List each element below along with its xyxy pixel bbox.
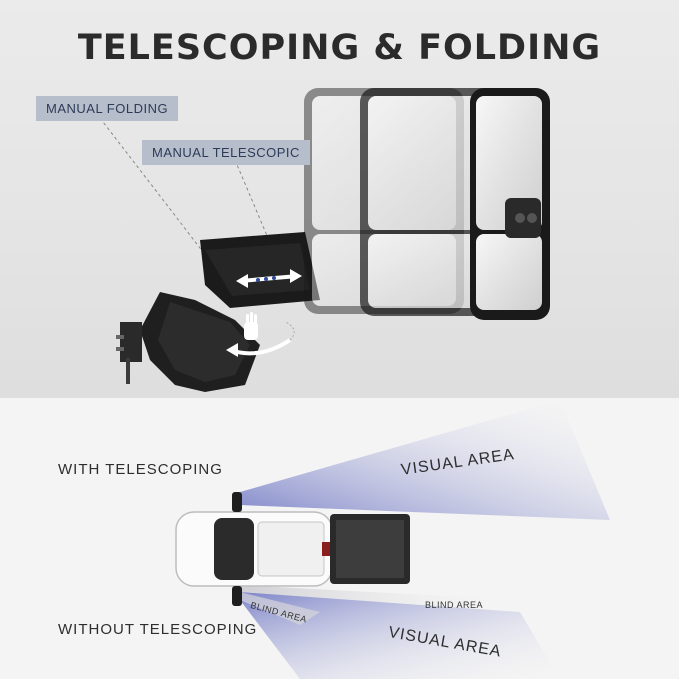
with-telescoping-label: WITH TELESCOPING	[58, 461, 223, 478]
without-telescoping-label: WITHOUT TELESCOPING	[58, 621, 258, 638]
blind-area-beam	[240, 585, 520, 612]
blind-area-beam-left	[240, 592, 320, 625]
mirror-base	[116, 292, 260, 392]
folding-arrow-icon	[226, 321, 295, 357]
telescopic-arrow-icon	[236, 269, 302, 288]
folding-leader-line	[99, 117, 241, 301]
visual-area-beam-top	[240, 400, 610, 520]
manual-telescopic-label: MANUAL TELESCOPIC	[142, 140, 310, 165]
blind-area-right-label: BLIND AREA	[425, 600, 484, 610]
visual-area-beam-bottom	[240, 592, 560, 679]
manual-folding-label: MANUAL FOLDING	[36, 96, 179, 121]
mirror-arm	[200, 232, 320, 308]
truck-icon	[175, 492, 410, 606]
page-title: TELESCOPING & FOLDING	[77, 28, 602, 68]
mirror-head-main	[470, 88, 550, 320]
telescopic-leader-line	[234, 159, 269, 239]
hand-icon	[244, 312, 258, 340]
